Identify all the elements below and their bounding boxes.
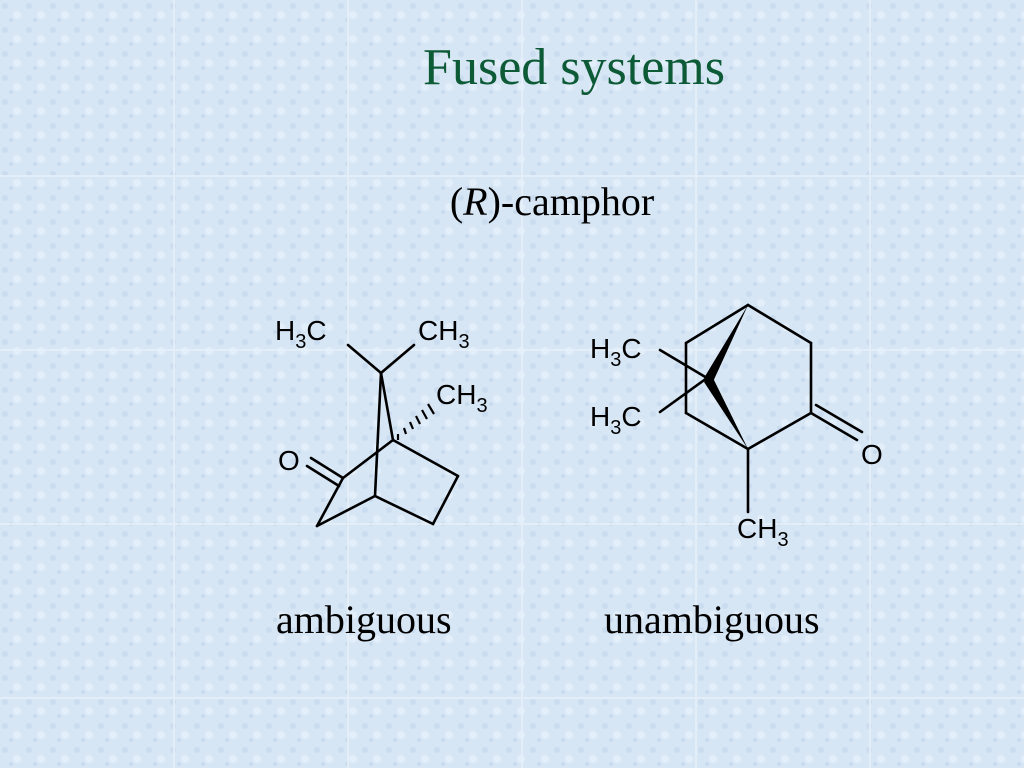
bond: [373, 371, 383, 498]
h3c-lower-label: H3C: [590, 401, 642, 439]
caption-ambiguous: ambiguous: [276, 597, 452, 642]
slide-title: Fused systems: [423, 39, 725, 96]
carbonyl-double-bond: [809, 411, 859, 442]
bond: [431, 474, 460, 526]
subtitle-compound-name: )-camphor: [487, 179, 655, 224]
bond: [658, 376, 709, 414]
bond: [684, 303, 750, 345]
oxygen-label: O: [278, 445, 300, 476]
ch3-bridgehead-label: CH3: [436, 379, 488, 417]
ch3-top-right-label: CH3: [418, 315, 470, 353]
slide-subtitle: (R)-camphor: [0, 178, 1024, 225]
bond: [346, 343, 383, 375]
bond: [658, 348, 709, 380]
bond: [373, 494, 435, 526]
carbonyl-double-bond: [305, 464, 341, 488]
subtitle-open-paren: (: [449, 179, 464, 224]
bond: [379, 371, 395, 442]
h3c-upper-label: H3C: [590, 333, 642, 371]
oxygen-label: O: [861, 439, 883, 470]
subtitle-stereo-descriptor: R: [463, 179, 488, 224]
bond: [746, 303, 813, 345]
bond: [391, 438, 460, 478]
bond: [684, 411, 750, 451]
bond: [379, 343, 416, 375]
carbonyl-double-bond: [814, 403, 864, 434]
wedge-bond-upper: [704, 305, 748, 384]
caption-unambiguous: unambiguous: [604, 597, 820, 642]
bond: [315, 494, 377, 528]
wedge-bond-lower: [704, 374, 748, 449]
hashed-wedge-bond: [396, 403, 435, 440]
ch3-bottom-label: CH3: [737, 513, 789, 551]
h3c-top-left-label: H3C: [275, 315, 327, 353]
bond: [746, 411, 813, 451]
bond: [341, 438, 395, 480]
carbonyl-double-bond: [309, 456, 345, 480]
